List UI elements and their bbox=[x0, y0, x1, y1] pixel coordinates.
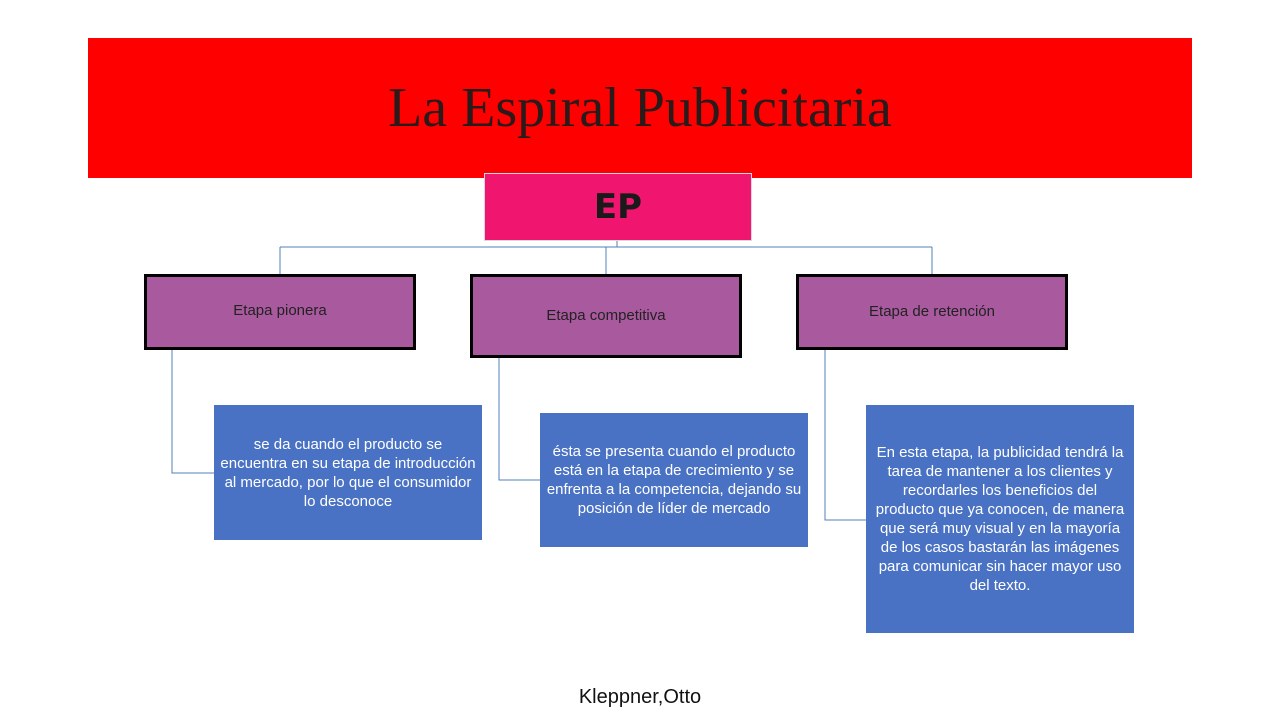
description-pionera: se da cuando el producto se encuentra en… bbox=[214, 405, 482, 540]
title-banner bbox=[88, 38, 1192, 178]
stage-3-connector bbox=[824, 350, 866, 521]
author-credit: Kleppner,Otto bbox=[578, 686, 702, 708]
root-connector bbox=[279, 241, 933, 276]
diagram-title: La Espiral Publicitaria bbox=[388, 77, 892, 139]
root-node: EP bbox=[484, 173, 752, 241]
stage-2-connector bbox=[498, 357, 540, 481]
stage-node-pionera: Etapa pionera bbox=[144, 274, 416, 350]
stage-node-competitiva: Etapa competitiva bbox=[470, 274, 742, 358]
description-retencion: En esta etapa, la publicidad tendrá la t… bbox=[866, 405, 1134, 633]
description-competitiva: ésta se presenta cuando el producto está… bbox=[540, 413, 808, 547]
stage-1-connector bbox=[171, 349, 214, 474]
stage-node-retencion: Etapa de retención bbox=[796, 274, 1068, 350]
